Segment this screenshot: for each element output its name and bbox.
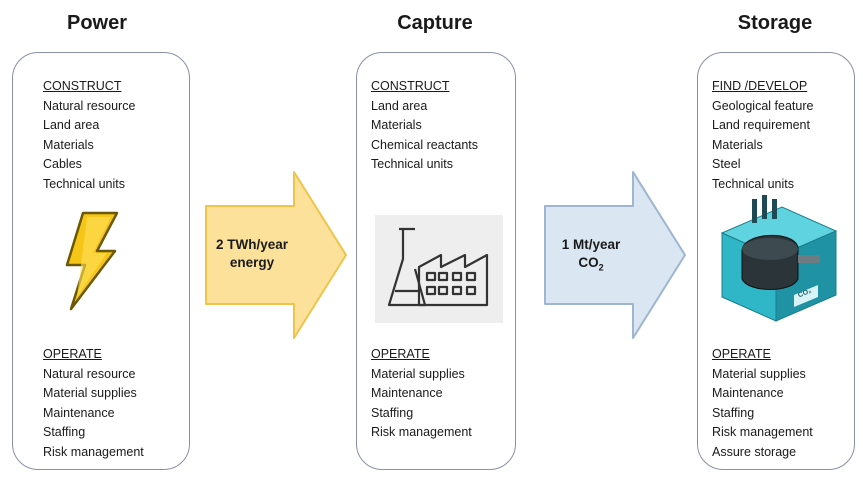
list-item: Natural resource [43,98,136,113]
list-item: Natural resource [43,366,136,381]
power-panel: CONSTRUCT Natural resource Land area Mat… [12,52,190,470]
lightning-bolt-icon [55,211,125,316]
list-item: Staffing [371,405,414,420]
storage-develop-section: FIND /DEVELOP Geological feature Land re… [712,77,813,194]
list-item: Risk management [43,444,144,459]
list-item: Chemical reactants [371,137,478,152]
list-item: Land area [43,118,100,132]
storage-facility-icon: CO₂ [712,193,842,336]
co2-unit: CO2 [545,254,637,277]
power-title: Power [66,12,128,34]
list-item: Land area [371,98,428,113]
co2-arrow: 1 Mt/year CO2 [543,170,689,345]
list-item: Maintenance [43,405,115,420]
list-item: Steel [712,157,741,171]
energy-rate: 2 TWh/year [215,237,289,252]
energy-arrow: 2 TWh/year energy [204,170,350,345]
storage-operate-heading: OPERATE [712,347,771,361]
list-item: Technical units [43,176,125,191]
co2-unit-sub: 2 [598,262,604,273]
storage-title: Storage [737,12,813,34]
list-item: Land requirement [712,118,810,132]
co2-arrow-label: 1 Mt/year CO2 [545,236,637,277]
factory-icon [375,215,503,328]
list-item: Cables [43,157,82,171]
capture-construct-section: CONSTRUCT Land area Materials Chemical r… [371,77,478,175]
list-item: Staffing [712,405,755,420]
list-item: Material supplies [371,366,465,381]
capture-operate-section: OPERATE Material supplies Maintenance St… [371,345,472,443]
list-item: Geological feature [712,98,814,113]
list-item: Materials [371,118,422,132]
list-item: Risk management [371,425,472,439]
capture-panel: CONSTRUCT Land area Materials Chemical r… [356,52,516,470]
capture-title: Capture [397,12,473,34]
energy-arrow-label: 2 TWh/year energy [206,236,298,272]
co2-rate: 1 Mt/year [561,237,621,252]
power-construct-section: CONSTRUCT Natural resource Land area Mat… [43,77,135,194]
co2-unit-main: CO [578,255,599,270]
list-item: Material supplies [712,366,806,381]
storage-panel: FIND /DEVELOP Geological feature Land re… [697,52,855,470]
list-item: Risk management [712,425,813,439]
list-item: Materials [712,137,763,152]
list-item: Maintenance [712,386,784,400]
list-item: Material supplies [43,386,137,400]
list-item: Assure storage [712,444,797,459]
power-construct-heading: CONSTRUCT [43,79,122,93]
power-operate-heading: OPERATE [43,347,102,361]
energy-unit: energy [229,255,275,270]
list-item: Technical units [712,176,794,191]
list-item: Materials [43,137,94,152]
list-item: Technical units [371,157,453,171]
capture-construct-heading: CONSTRUCT [371,79,450,93]
storage-operate-section: OPERATE Material supplies Maintenance St… [712,345,813,462]
capture-operate-heading: OPERATE [371,347,430,361]
power-operate-section: OPERATE Natural resource Material suppli… [43,345,144,462]
list-item: Staffing [43,425,86,439]
storage-develop-heading: FIND /DEVELOP [712,79,808,93]
list-item: Maintenance [371,386,443,400]
